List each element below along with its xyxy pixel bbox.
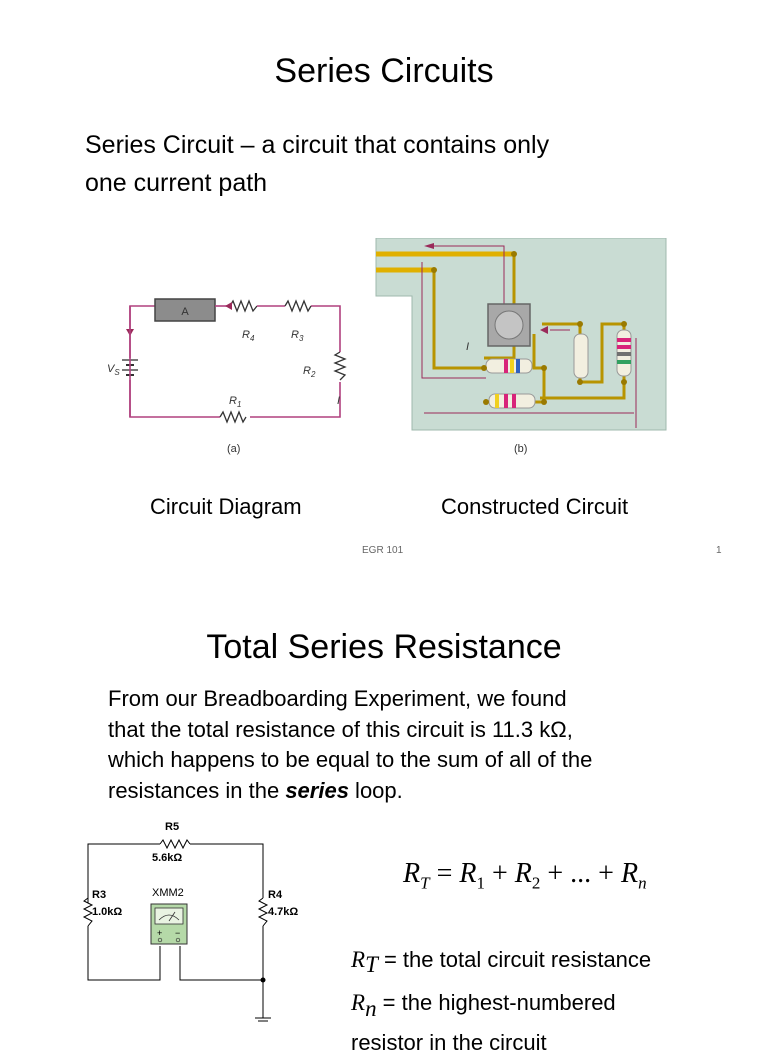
- circuit-diagram-figure: A R4 R3 R2 I VS R1 (a): [107, 298, 347, 455]
- r4-resistor: [229, 299, 258, 313]
- definition-line2: one current path: [85, 169, 268, 197]
- r5-name: R5: [165, 821, 179, 833]
- r3-value: 1.0kΩ: [92, 906, 122, 918]
- ammeter-label: A: [181, 306, 189, 318]
- para-line3: which happens to be equal to the sum of …: [108, 747, 593, 772]
- r4-resistor-schematic: [257, 897, 269, 927]
- current-label-a: I: [337, 395, 340, 407]
- para-line1: From our Breadboarding Experiment, we fo…: [108, 686, 567, 711]
- r5-value: 5.6kΩ: [152, 852, 182, 864]
- r3-resistor: [284, 299, 312, 313]
- r4-value: 4.7kΩ: [268, 906, 298, 918]
- r2-resistor: [333, 351, 347, 381]
- definition-line1: Series Circuit – a circuit that contains…: [85, 131, 550, 159]
- r1-label: R1: [229, 395, 241, 409]
- r2-label: R2: [303, 365, 316, 379]
- r3-resistor-schematic: [82, 897, 94, 927]
- slide2-paragraph: From our Breadboarding Experiment, we fo…: [108, 684, 592, 806]
- series-emphasis: series: [285, 777, 349, 803]
- r4-label: R4: [242, 329, 255, 343]
- svg-text:−: −: [175, 928, 180, 938]
- footer-course: EGR 101: [362, 545, 404, 556]
- meter-name: XMM2: [152, 887, 184, 899]
- r4-name: R4: [268, 889, 283, 901]
- total-resistance-equation: RT = R1 + R2 + ... + Rn: [403, 858, 647, 893]
- multisim-schematic: R5 5.6kΩ R3 1.0kΩ R4 4.7kΩ XMM2 + −: [82, 821, 298, 1022]
- caption-circuit-diagram: Circuit Diagram: [150, 494, 302, 519]
- panel-label-a: (a): [227, 443, 240, 455]
- current-arrow-top: [225, 302, 232, 310]
- panel-label-b: (b): [514, 443, 527, 455]
- current-label-b: I: [466, 341, 469, 353]
- slide1-title: Series Circuits: [274, 52, 494, 90]
- constructed-circuit-figure: I (b): [375, 238, 667, 455]
- footer-page-number: 1: [716, 545, 722, 556]
- ammeter-box: [154, 298, 216, 322]
- definitions: RT = the total circuit resistance Rn = t…: [351, 942, 651, 1061]
- definition-rn-cont: resistor in the circuit: [351, 1029, 547, 1055]
- definition-rn: Rn = the highest-numbered: [351, 990, 616, 1021]
- r1-resistor: [219, 410, 247, 424]
- r5-resistor: [159, 838, 191, 850]
- r3-label: R3: [291, 329, 304, 343]
- definition-rt: RT = the total circuit resistance: [351, 947, 652, 978]
- slide1-definition: Series Circuit – a circuit that contains…: [85, 130, 549, 198]
- vs-label: VS: [107, 363, 120, 377]
- caption-constructed-circuit: Constructed Circuit: [441, 494, 629, 519]
- para-line4: resistances in the series loop.: [108, 777, 403, 803]
- r3-name: R3: [92, 889, 106, 901]
- svg-text:+: +: [157, 928, 162, 938]
- slide2-title: Total Series Resistance: [206, 628, 562, 666]
- para-line2: that the total resistance of this circui…: [108, 716, 573, 742]
